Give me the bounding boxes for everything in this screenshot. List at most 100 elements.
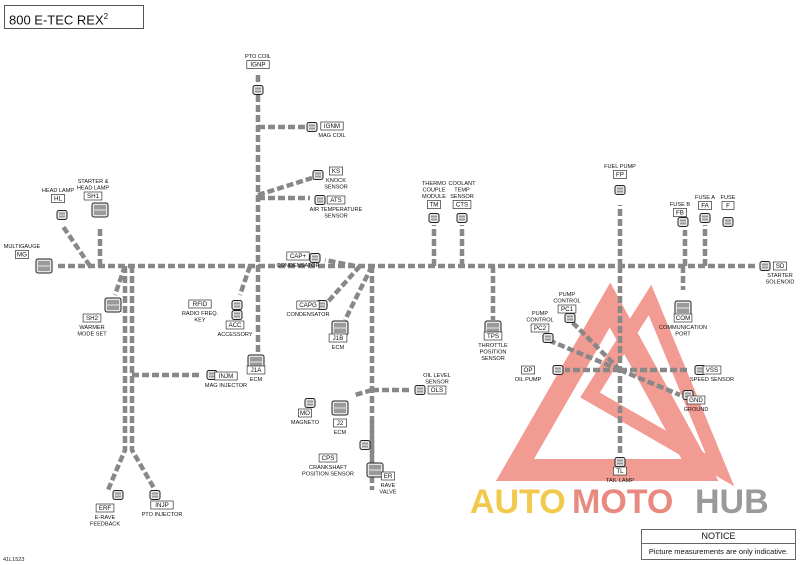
component-code: RFID [193,301,208,308]
harness-wire [129,266,157,492]
harness-wire [105,266,128,491]
component-name: FUEL PUMP [604,164,636,170]
component-name: TAIL LAMP [606,478,634,484]
harness-wire [324,257,356,269]
component-code: MG [17,252,27,259]
code-box [530,323,550,333]
harness-wire [619,367,681,398]
component-name: COMMUNICATION [659,325,707,331]
page-title: 800 E-TEC REX2 [4,5,144,29]
component-code: SH2 [86,315,99,322]
code-box [318,453,338,463]
connector-sh2 [104,297,122,313]
component-name: CONTROL [526,318,553,324]
component-code: OLS [431,387,443,394]
component-name: SPEED SENSOR [690,377,734,383]
component-code: IGNP [250,62,265,69]
component-code: IGNM [324,123,340,130]
component-name: PUMP [559,292,575,298]
code-box [333,418,347,428]
component-name: CONDENSATOR [277,263,320,269]
connector-mo [304,398,316,408]
connector-ignm [306,122,318,132]
connector-mg [35,258,53,274]
component-name: PORT [675,332,691,338]
component-name: COOLANT [448,181,476,187]
code-box [452,200,472,209]
connector-acc [231,310,243,320]
code-box [15,250,29,259]
component-name: FUSE A [695,195,715,201]
connector-er [366,462,384,478]
component-name: MAG COIL [318,133,345,139]
component-code: HL [54,196,62,203]
component-name: OIL PUMP [515,377,542,383]
label-fa: FUSE A FA [695,195,715,210]
component-code: ERF [99,505,112,512]
harness-wire [112,265,128,296]
code-box [188,299,212,309]
component-code: FA [701,203,709,210]
component-name: POSITION SENSOR [302,472,354,478]
component-code: PC2 [534,325,547,332]
code-box [521,365,535,375]
component-code: CPS [322,455,335,462]
harness [58,75,755,492]
component-name: SENSOR [324,214,348,220]
component-name: FEEDBACK [90,522,120,528]
component-name: SOLENOID [766,280,795,286]
label-ignp: PTO COIL IGNP [245,54,271,69]
connector-fp [614,185,626,195]
component-name: PTO COIL [245,54,271,60]
component-name: COUPLE [422,188,445,194]
component-code: SH1 [87,193,100,200]
connector-ks [312,170,324,180]
code-box [686,395,706,405]
code-box [214,371,238,381]
connector-vss [694,365,706,375]
component-code: ATS [330,197,342,204]
component-name: THROTTLE [478,343,508,349]
component-name: WARMER [79,325,104,331]
component-name: HEAD LAMP [42,188,75,194]
component-code: CAP+ [290,253,307,260]
watermark-hub: HUB [695,483,769,521]
component-code: J2 [337,420,344,427]
code-box [698,201,712,210]
notice-body: Picture measurements are only indicative… [648,547,789,556]
component-name: RADIO FREQ. [182,311,219,317]
notice-box: NOTICE Picture measurements are only ind… [641,529,796,560]
component-name: AIR TEMPERATURE [310,207,363,213]
component-name: SENSOR [324,185,348,191]
code-box [483,331,503,341]
label-op: OP OIL PUMP [515,365,542,383]
harness-wire [257,175,313,198]
harness-wire [60,223,92,268]
code-box [82,313,102,323]
component-name: MAGNETO [291,420,320,426]
connector-ignp [252,85,264,95]
connector-sh1 [91,202,109,218]
component-code: PC1 [561,306,574,313]
component-name: FUSE B [670,202,690,208]
connector-f [722,217,734,227]
component-code: OP [524,367,533,374]
code-box [427,200,441,209]
component-name: ECM [334,430,347,436]
